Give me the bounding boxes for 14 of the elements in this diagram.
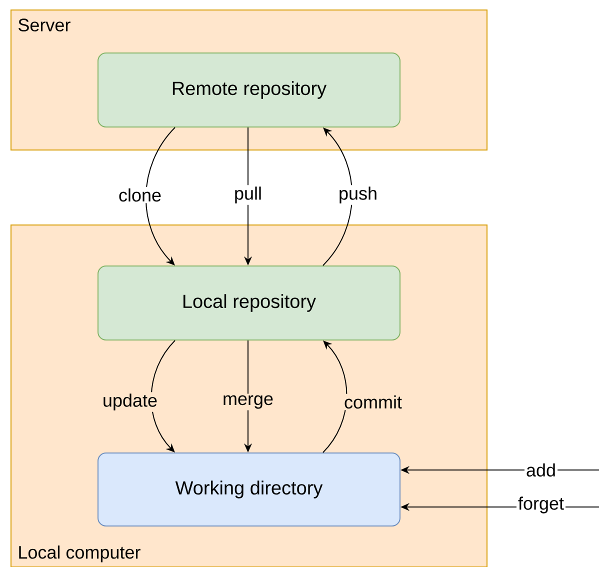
arrow — [322, 340, 348, 453]
process-box: Remote repository — [98, 52, 400, 128]
edge-label: pull — [232, 185, 264, 205]
process-box: Local repository — [98, 266, 400, 340]
edge-label: merge — [221, 394, 276, 410]
edge-label: clone — [116, 186, 164, 204]
edge-label: forget — [516, 495, 566, 515]
edge-label: update — [100, 392, 160, 412]
arrow — [322, 128, 353, 266]
edge-label: push — [337, 185, 380, 205]
process-box: Working directory — [98, 452, 400, 526]
edge-label: add — [524, 462, 558, 478]
edge-label: commit — [342, 394, 404, 410]
arrow — [145, 127, 176, 266]
